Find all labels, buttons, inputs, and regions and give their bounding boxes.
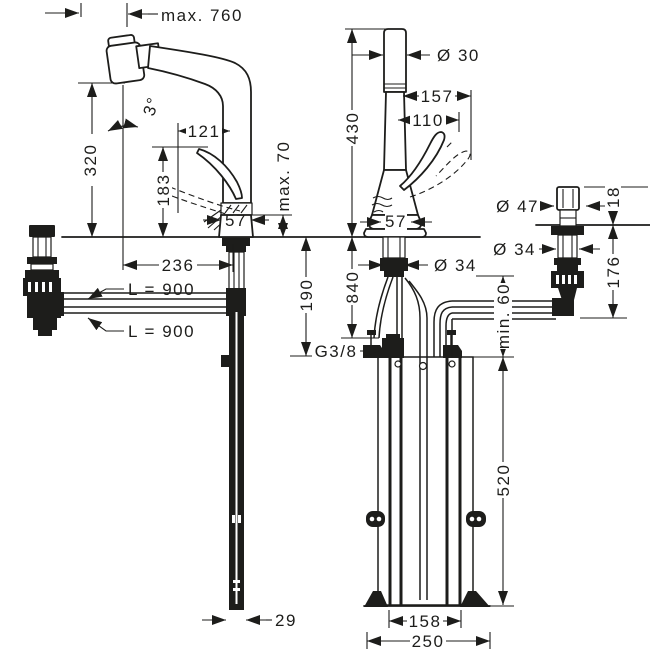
spout-pipe-side: [383, 91, 407, 171]
dim-thread: G3/8: [315, 342, 358, 361]
dim-valve-shank-diameter-group: Ø 34: [493, 240, 600, 259]
handle-side-swing-dashed: [409, 140, 471, 198]
dim-connection-840: 840: [343, 271, 362, 304]
dim-shank-diameter-group: Ø 34: [358, 256, 477, 275]
dim-handle-reach-group: 110: [398, 111, 460, 132]
dim-valve-depth-group: 176: [580, 225, 627, 319]
dim-handle-reach-open-group: 157: [403, 87, 472, 160]
dim-valve-shank-diameter: Ø 34: [493, 240, 536, 259]
dim-side-height-group: 430: [343, 28, 402, 237]
mounting-hardware-side: [380, 236, 408, 277]
dim-spout-diameter-group: Ø 30: [352, 46, 480, 65]
dim-valve-cap-height: 18: [604, 186, 623, 208]
dim-hose-end-width-group: 29: [202, 611, 297, 630]
dimensions: max. 760 320 3° 121: [45, 3, 648, 650]
dim-spout-diameter: Ø 30: [437, 46, 480, 65]
dim-shank-diameter: Ø 34: [434, 256, 477, 275]
dim-valve-depth: 176: [604, 256, 623, 289]
dim-connection-840-group: 840: [341, 237, 379, 339]
dim-handle-height: 183: [154, 174, 173, 207]
dim-valve-cap-diameter-group: Ø 47: [496, 197, 610, 216]
dim-front-reach-group: 236: [123, 244, 234, 275]
valve-detail-view: [433, 186, 584, 357]
dim-swivel-angle: 3°: [139, 94, 163, 118]
dim-hose-length-1-group: L = 900: [87, 280, 195, 300]
dim-max-pullout: max. 760: [161, 6, 243, 25]
front-view: [23, 34, 254, 610]
spout-column-side: [383, 28, 407, 93]
dim-front-base-width: 57: [225, 211, 247, 230]
dim-front-height-group: 320: [78, 82, 125, 237]
dim-min-clearance: min. 60: [494, 283, 513, 349]
dim-sbox-outer-width-group: 250: [366, 632, 491, 650]
mounting-hardware-front: [222, 238, 250, 316]
dim-clearance-190: 190: [297, 279, 316, 312]
mounting-box: [363, 330, 491, 607]
dim-front-base-width-group: 57: [203, 211, 269, 230]
dim-handle-reach-open: 157: [421, 87, 454, 106]
dim-valve-cap-diameter: Ø 47: [496, 197, 539, 216]
dim-handle-height-group: 183: [152, 146, 208, 237]
handle-side: [399, 131, 446, 191]
dim-thread-group: G3/8: [312, 342, 380, 361]
dim-handle-offset: 121: [188, 122, 221, 141]
box-side-clips: [366, 511, 486, 527]
dim-sbox-outer-width: 250: [412, 632, 445, 650]
dim-min-clearance-group: min. 60: [473, 275, 514, 358]
dim-deck-thickness: max. 70: [274, 141, 293, 212]
box-top-clamps: [363, 330, 462, 358]
dim-hose-length-2-group: L = 900: [87, 317, 195, 341]
dim-deck-thickness-group: max. 70: [242, 141, 293, 237]
dim-handle-reach: 110: [412, 111, 444, 130]
faucet-base-front: [218, 214, 254, 238]
valve-body: [551, 186, 584, 316]
dim-side-height: 430: [343, 112, 362, 145]
pullout-hose: [221, 308, 244, 610]
dim-side-base-width: 57: [385, 212, 407, 231]
dim-sbox-height-group: 520: [475, 357, 514, 607]
dim-front-height: 320: [81, 144, 100, 177]
dim-front-reach: 236: [162, 256, 195, 275]
dim-sbox-height: 520: [494, 464, 513, 497]
dim-sbox-inner-width: 158: [409, 612, 442, 631]
dim-clearance-190-group: 190: [290, 237, 316, 357]
box-feet: [363, 591, 491, 607]
dim-hose-length-2: L = 900: [128, 322, 195, 341]
g38-connector: [382, 334, 404, 358]
supply-hoses: [58, 292, 230, 314]
dim-hose-end-width: 29: [275, 611, 297, 630]
side-view: [363, 28, 471, 358]
dim-hose-length-1: L = 900: [128, 280, 195, 299]
check-valve-assembly: [23, 225, 64, 336]
dim-sbox-inner-width-group: 158: [388, 610, 462, 631]
dim-max-pullout-group: max. 760: [45, 3, 243, 27]
dim-side-base-width-group: 57: [360, 212, 432, 231]
dim-valve-cap-height-group: 18: [584, 183, 648, 225]
dim-handle-offset-group: 121: [177, 122, 230, 213]
handle-front: [196, 148, 243, 200]
